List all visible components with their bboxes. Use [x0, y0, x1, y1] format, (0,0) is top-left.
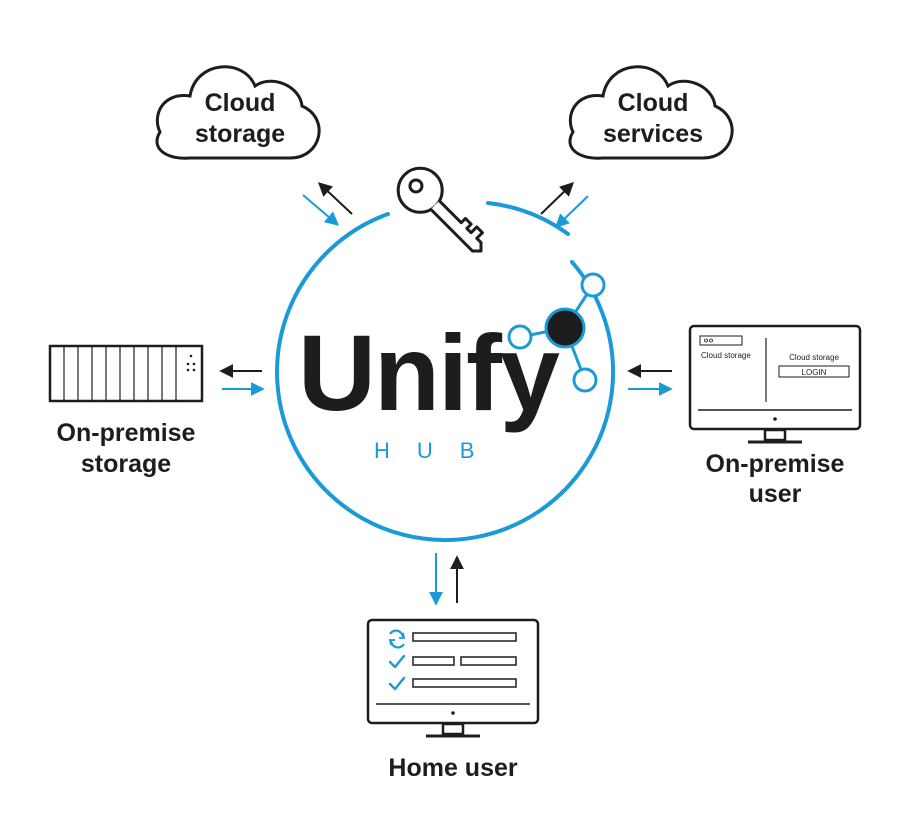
checkmark-icon — [388, 654, 406, 669]
list-item-bar — [412, 678, 517, 688]
monitor-icon — [688, 324, 862, 444]
onprem-storage-label-line1: On-premise — [57, 419, 196, 447]
cloud-services-label-line1: Cloud — [618, 89, 689, 117]
cloud-icon — [568, 65, 734, 160]
key-icon — [396, 166, 484, 253]
cloud-storage-label-line1: Cloud — [205, 89, 276, 117]
arrow-to-hub — [554, 195, 589, 228]
server-rack-icon — [48, 344, 204, 403]
login-button-label: LOGIN — [802, 368, 827, 377]
cloud-services-node: Cloud services — [568, 65, 734, 160]
home-user-node: Home user — [366, 618, 540, 782]
cloud-storage-label-line2: storage — [195, 120, 285, 148]
list-item-bar — [460, 656, 517, 666]
screen-right-label: Cloud storage — [789, 353, 839, 362]
onprem-storage-node: On-premise storage — [48, 344, 204, 478]
hub-ring-main-arc — [275, 212, 616, 543]
onprem-storage-label-line2: storage — [81, 450, 171, 478]
hub-ring-top-arc — [486, 201, 570, 236]
list-item-bar — [412, 632, 517, 642]
hub-subtitle: HUB — [374, 438, 501, 463]
list-item-bar — [412, 656, 455, 666]
cloud-storage-node: Cloud storage — [155, 65, 321, 160]
arrow-to-cloud-services — [540, 182, 575, 215]
network-node-icon — [507, 272, 606, 393]
onprem-user-label-line1: On-premise — [706, 450, 845, 478]
onprem-user-label-line2: user — [749, 480, 802, 508]
screen-left-label: Cloud storage — [701, 351, 751, 360]
home-user-label: Home user — [388, 754, 517, 782]
arrow-to-hub — [302, 194, 340, 226]
login-button[interactable] — [778, 365, 850, 378]
checkmark-icon — [388, 676, 406, 691]
cloud-icon — [155, 65, 321, 160]
cloud-services-label-line2: services — [603, 120, 703, 148]
hub-ring — [275, 201, 616, 543]
onprem-user-node: Cloud storage Cloud storage LOGIN On-pre… — [688, 324, 862, 508]
arrow-to-cloud-storage — [317, 182, 353, 215]
monitor-icon — [366, 618, 540, 738]
sync-icon — [388, 629, 406, 649]
